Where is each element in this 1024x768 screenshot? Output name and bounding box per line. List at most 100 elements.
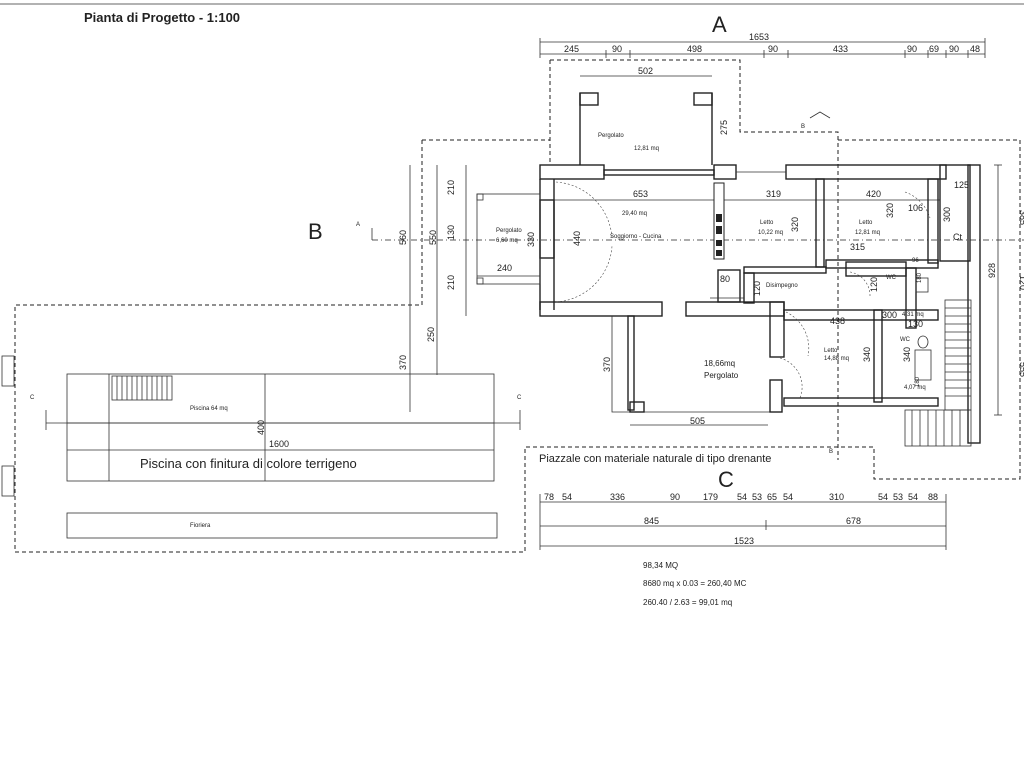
dim-555: 555 [1018,362,1024,377]
dim-bottom-13: 88 [928,492,938,502]
room-soggiorno: Soggiorno - Cucina [610,234,662,240]
dim-550: 550 [428,230,438,245]
dim-330: 330 [526,232,536,247]
dim-438: 438 [830,316,845,326]
dim-440: 440 [572,231,582,246]
dim-top-4: 433 [833,44,848,54]
dim-560: 560 [398,230,408,245]
section-mark-a-small: A [356,222,360,228]
area-calculations: 98,34 MQ 8680 mq x 0.03 = 260,40 MC 260.… [643,561,747,607]
dim-1523: 1523 [734,536,754,546]
section-label-b: B [308,219,323,244]
site-boundaries [14,59,1021,553]
dim-653: 653 [633,189,648,199]
dim-top-8: 48 [970,44,980,54]
dim-bottom-3: 90 [670,492,680,502]
dim-96: 96 [912,258,919,264]
room-letto1: Letto [760,220,774,226]
dim-bottom-10: 54 [878,492,888,502]
dim-bottom-11: 53 [893,492,903,502]
room-fioriera: Fioriera [190,523,211,529]
section-mark-b-bottom: B [829,449,833,455]
pool-area: Piscina 64 mq 1600 Piscina con finitura … [1,355,521,539]
dim-505: 505 [690,416,705,426]
room-wc1-area: 4,31 mq [902,312,924,318]
dim-678: 678 [846,516,861,526]
dim-bottom-7: 65 [767,492,777,502]
room-pergolato-left-area: 6,60 mq [496,238,518,244]
room-letto3: Letto [824,348,838,354]
dim-120-dis: 120 [752,281,762,296]
room-pergolato-center-area: 18,66mq [704,359,735,368]
room-letto1-area: 10,22 mq [758,230,783,236]
calc-line-2: 8680 mq x 0.03 = 260,40 MC [643,579,747,588]
dim-340-letto3: 340 [862,347,872,362]
section-label-c: C [718,467,734,492]
calc-line-3: 260.40 / 2.63 = 99,01 mq [643,598,732,607]
section-mark-c-left: C [30,395,35,401]
piscina-note: Piscina con finitura di colore terrigeno [140,456,357,471]
room-wc1: WC [886,275,897,281]
staircase-right [904,299,972,447]
dim-180-wc2: 180 [915,376,921,387]
dim-319: 319 [766,189,781,199]
dim-385: 385 [1018,210,1024,225]
dim-total-top: 1653 [749,32,769,42]
room-wc2-area: 4,07 mq [904,385,926,391]
dim-340-wc: 340 [902,347,912,362]
kitchen-counter [713,182,725,260]
room-piscina: Piscina 64 mq [190,406,228,412]
dim-320-letto1: 320 [790,217,800,232]
dim-top-1: 90 [612,44,622,54]
dim-210-bottom: 210 [446,275,456,290]
dim-bottom-2: 336 [610,492,625,502]
room-letto2: Letto [859,220,873,226]
dim-top-6: 69 [929,44,939,54]
dim-420: 420 [866,189,881,199]
dim-bottom-6: 53 [752,492,762,502]
dim-275: 275 [719,120,729,135]
interior-labels: 653 319 420 125 106 300 320 320 315 96 1… [572,180,969,391]
dim-1600: 1600 [269,439,289,449]
bottom-dimension-chain: 78 54 336 90 179 54 53 65 54 310 54 53 5… [539,492,947,550]
section-label-a: A [712,12,727,37]
dim-120-wc: 120 [869,277,879,292]
room-letto3-area: 14,88 mq [824,356,849,362]
piazzale-note: Piazzale con materiale naturale di tipo … [539,453,771,465]
section-arrow-b [809,111,831,119]
dim-370-left: 370 [398,355,408,370]
room-letto2-area: 12,81 mq [855,230,880,236]
dim-80: 80 [720,274,730,284]
drawing-title: Pianta di Progetto - 1:100 [84,10,240,25]
room-ct: Ct [953,232,962,242]
room-pergolato-center: Pergolato [704,371,739,380]
dim-130: 130 [908,319,923,329]
room-soggiorno-area: 29,40 mq [622,211,647,217]
left-dimensions: 560 210 550 130 210 370 250 400 [256,165,467,435]
dim-240: 240 [497,263,512,273]
dim-bottom-4: 179 [703,492,718,502]
dim-top-0: 245 [564,44,579,54]
right-dimensions: 385 120 555 928 [987,164,1024,416]
section-mark-c-right: C [517,395,522,401]
top-dimension-chain: 1653 245 90 498 90 433 90 69 90 48 [539,32,986,58]
pergolato-center: 505 18,66mq Pergolato 370 [602,315,783,426]
dim-top-2: 498 [687,44,702,54]
dim-120-right: 120 [1018,275,1024,290]
section-mark-b-top: B [801,124,805,130]
dim-300-wc: 300 [882,310,897,320]
room-pergolato-left: Pergolato [496,228,522,234]
dim-320-letto2: 320 [885,203,895,218]
dim-bottom-12: 54 [908,492,918,502]
room-disimpegno: Disimpegno [766,283,798,289]
pergolato-left: Pergolato 6,60 mq 240 330 [476,193,541,285]
dim-bottom-1: 54 [562,492,572,502]
dim-400: 400 [256,420,266,435]
dim-210-top: 210 [446,180,456,195]
dim-370-center: 370 [602,357,612,372]
dim-bottom-8: 54 [783,492,793,502]
pergolato-top: 502 275 Pergolato 12,81 mq [579,66,729,165]
dim-106: 106 [908,203,923,213]
dim-top-5: 90 [907,44,917,54]
